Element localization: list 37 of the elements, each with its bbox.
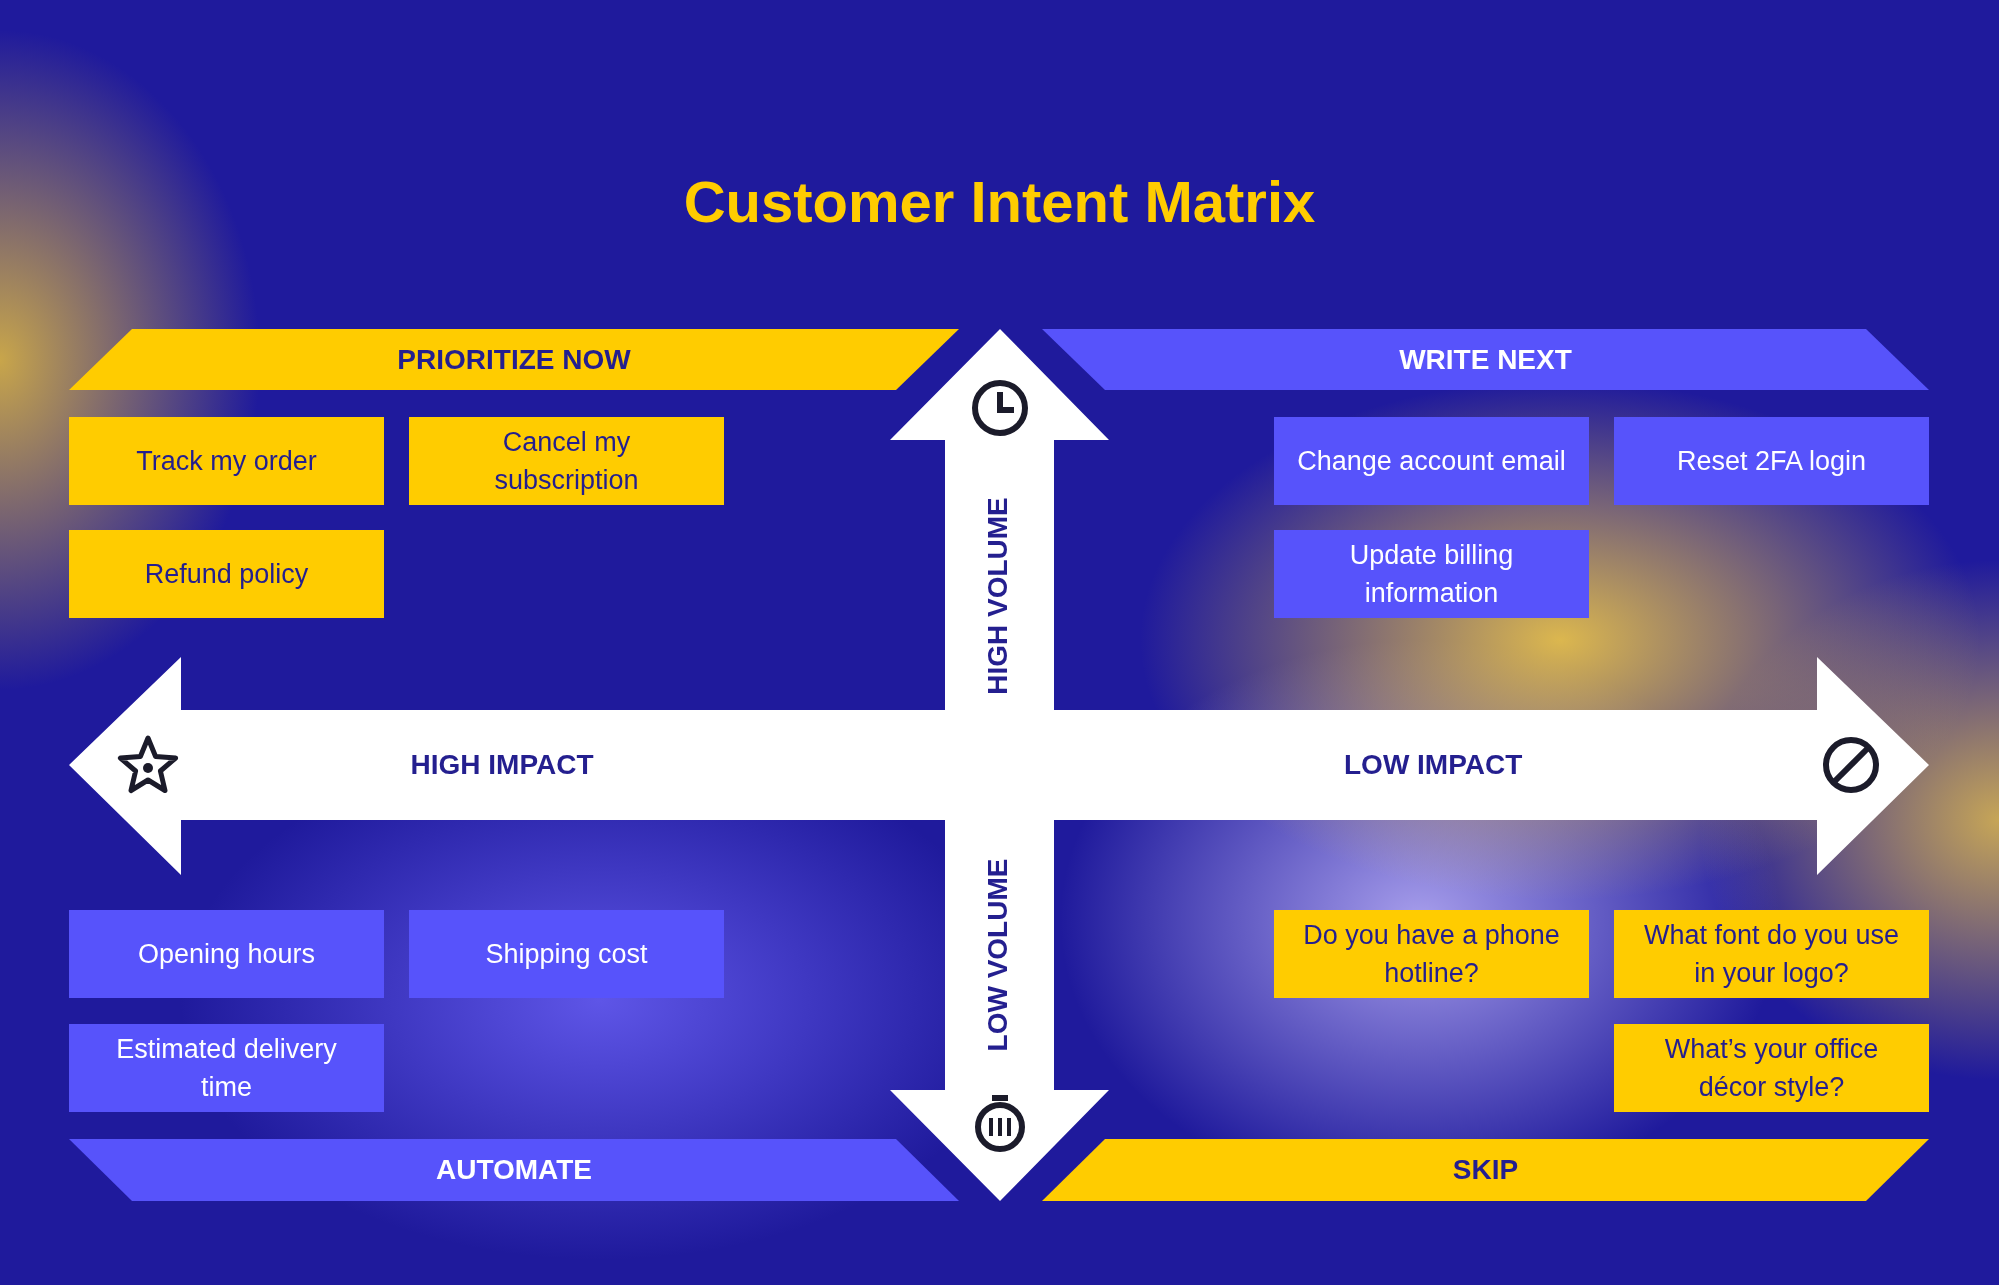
quadrant-banner (69, 329, 959, 390)
intent-text: Do you have a phone hotline? (1302, 919, 1561, 990)
intent-text: Refund policy (144, 558, 309, 591)
intent-text: Track my order (136, 445, 317, 478)
intent-card (1274, 417, 1589, 505)
axis-label: HIGH IMPACT (410, 749, 594, 781)
intent-text: Update billing information (1348, 539, 1515, 610)
intent-text: Estimated delivery time (115, 1033, 338, 1104)
intent-text: What’s your office décor style? (1663, 1033, 1880, 1104)
intent-card (409, 417, 724, 505)
intent-text: Shipping cost (485, 938, 648, 971)
intent-text: What font do you use in your logo? (1642, 919, 1901, 990)
intent-text: Change account email (1297, 445, 1566, 478)
quadrant-banner (1042, 1139, 1929, 1201)
intent-card (69, 910, 384, 998)
intent-card (1614, 1024, 1929, 1112)
quadrant-banner (69, 1139, 959, 1201)
axis-label: HIGH VOLUME (981, 497, 1014, 695)
intent-card (69, 417, 384, 505)
intent-text: Reset 2FA login (1676, 445, 1867, 478)
banner-title: AUTOMATE (435, 1154, 593, 1186)
intent-text: Cancel my subscription (493, 426, 640, 497)
intent-text: Opening hours (137, 938, 316, 971)
axis-label: LOW IMPACT (1344, 749, 1523, 781)
intent-card (69, 1024, 384, 1112)
intent-card (1274, 530, 1589, 618)
intent-card (69, 530, 384, 618)
intent-card (409, 910, 724, 998)
quadrant-banner (1042, 329, 1929, 390)
title: Customer Intent Matrix (682, 168, 1317, 235)
intent-card (1614, 910, 1929, 998)
banner-title: PRIORITIZE NOW (397, 343, 631, 376)
banner-title: SKIP (1452, 1154, 1519, 1186)
intent-card (1614, 417, 1929, 505)
intent-card (1274, 910, 1589, 998)
axis-label: LOW VOLUME (981, 858, 1014, 1052)
banner-title: WRITE NEXT (1399, 343, 1572, 376)
